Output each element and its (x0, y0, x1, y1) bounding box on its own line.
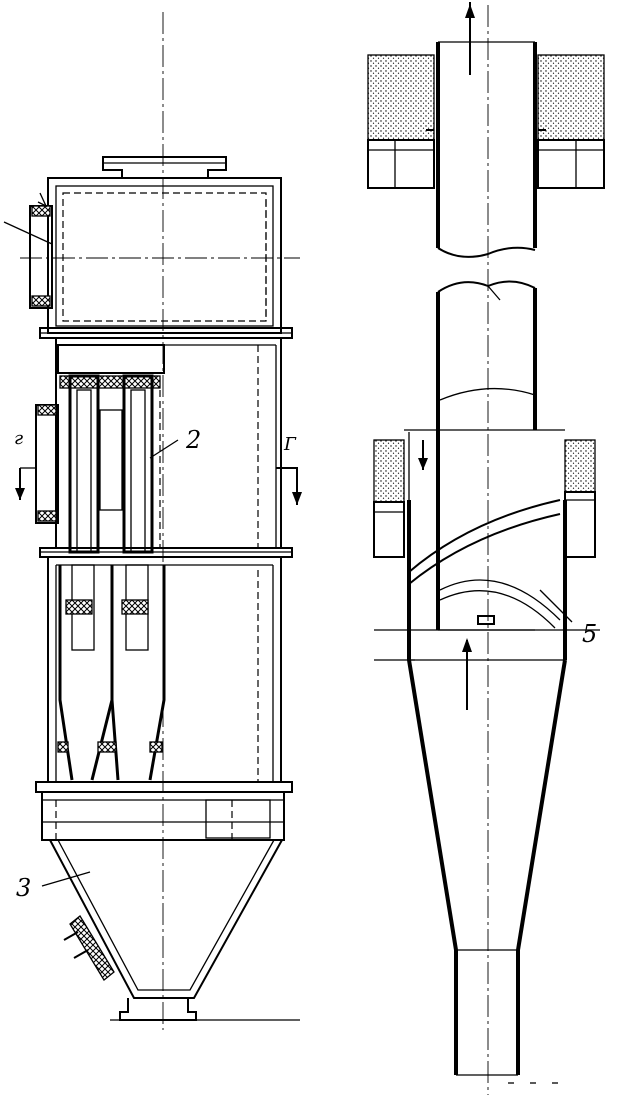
cyclone-elements (59, 374, 161, 554)
label-part-2: 2 (185, 426, 201, 454)
upper-tube-sheet (39, 327, 293, 339)
lower-chamber (47, 556, 282, 783)
inspection-hatch (63, 915, 115, 981)
upper-chamber (47, 177, 282, 334)
label-part-5: 5 (582, 620, 597, 648)
middle-block (373, 429, 596, 558)
label-outlet: Г (283, 434, 297, 455)
top-cover (102, 156, 227, 179)
dust-outlet (454, 949, 558, 1084)
inlet-nozzle (15, 404, 59, 524)
label-inlet: г (14, 428, 23, 449)
label-part-3: 3 (16, 874, 31, 902)
outlet-arrow (276, 467, 302, 505)
left-view-battery-cyclone (3, 12, 302, 1030)
bottom-frame (35, 781, 293, 841)
lower-tube-sheet (39, 547, 293, 558)
cyclone-cone (407, 659, 567, 951)
inlet-arrow (462, 638, 472, 710)
top-block (367, 54, 605, 189)
middle-body (55, 337, 282, 549)
helical-vane (408, 499, 573, 629)
outlet-nozzle (3, 192, 53, 309)
upper-outlet-pipe (436, 2, 537, 258)
right-view-cyclone-element (367, 2, 605, 1095)
lower-outlet-pipe (436, 280, 537, 630)
dust-hopper (49, 839, 300, 1021)
